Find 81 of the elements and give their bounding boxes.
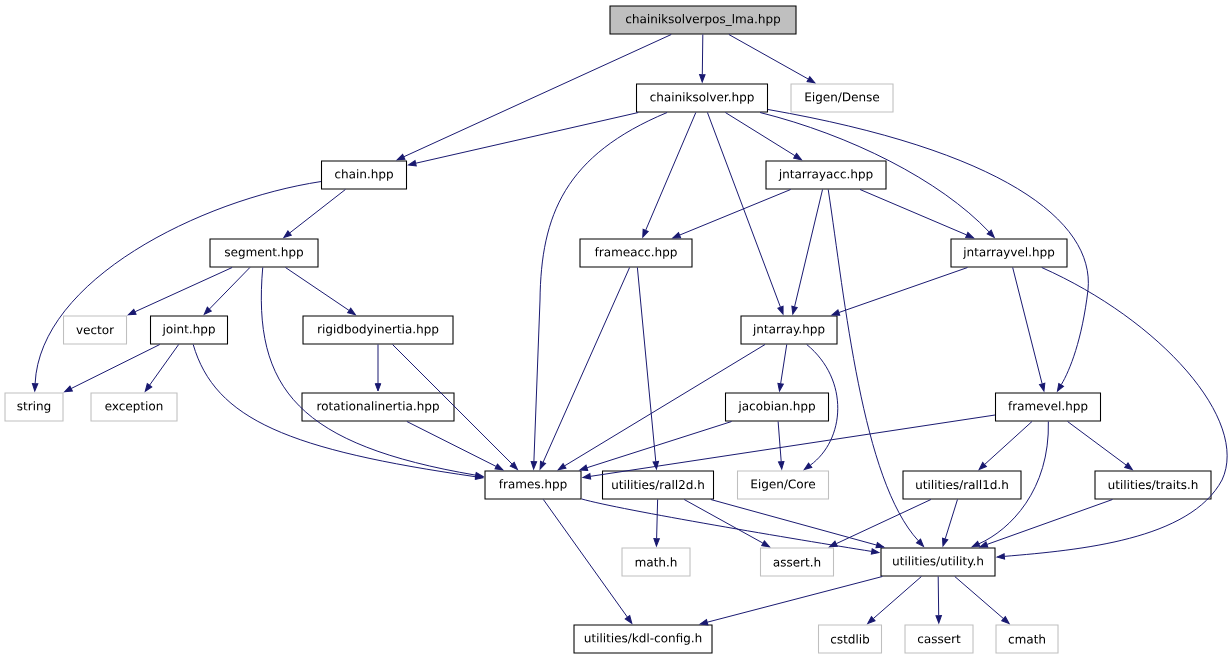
arrow [406, 421, 504, 471]
file-box: jntarrayvel.hpp [950, 238, 1068, 268]
file-box: utilities/rall1d.h [902, 470, 1022, 500]
arrow [530, 112, 668, 470]
file-box: framevel.hpp [994, 392, 1102, 422]
arrow [127, 267, 233, 316]
file-box: chainiksolver.hpp [635, 83, 769, 113]
arrow [859, 189, 975, 239]
arrow [392, 344, 518, 470]
arrow [1012, 267, 1046, 392]
arrow [653, 499, 660, 547]
file-box: jntarrayacc.hpp [765, 160, 887, 190]
file-box: cstdlib [817, 624, 883, 654]
file-box: frames.hpp [484, 470, 582, 500]
arrow [636, 267, 660, 470]
file-box: cmath [995, 624, 1059, 654]
arrow [935, 576, 942, 624]
file-box: Eigen/Dense [790, 83, 894, 113]
arrow [767, 109, 1089, 392]
arrow [581, 498, 880, 555]
file-box: chain.hpp [320, 160, 408, 190]
arrow [582, 414, 996, 480]
file-box: rotationalinertia.hpp [301, 392, 455, 422]
arrow [203, 267, 251, 315]
file-box: rigidbodyinertia.hpp [302, 315, 454, 345]
arrow [408, 112, 639, 167]
arrow [64, 344, 161, 393]
arrow [777, 421, 785, 470]
arrow [728, 34, 816, 84]
arrow [542, 499, 633, 624]
highlighted-file-box: chainiksolverpos_lma.hpp [609, 5, 797, 35]
file-box: assert.h [759, 547, 835, 577]
arrow [803, 344, 839, 471]
file-box: segment.hpp [209, 238, 319, 268]
file-box: utilities/traits.h [1094, 470, 1212, 500]
file-box: jntarray.hpp [740, 315, 838, 345]
arrow [683, 499, 770, 548]
arrow [971, 421, 1049, 548]
file-box: exception [90, 392, 178, 422]
arrow [283, 189, 346, 239]
file-box: string [4, 392, 64, 422]
arrow [942, 499, 958, 547]
arrow [978, 421, 1033, 470]
arrow [374, 344, 382, 392]
file-box: vector [62, 315, 128, 345]
arrow [1067, 421, 1133, 471]
file-box: math.h [621, 547, 691, 577]
arrow [699, 576, 883, 626]
arrow [144, 344, 180, 392]
arrow [285, 267, 356, 316]
arrow [828, 499, 932, 548]
arrow [724, 112, 802, 161]
arrow [777, 344, 788, 392]
arrow [954, 576, 1010, 624]
arrow [192, 344, 484, 480]
file-box: joint.hpp [149, 315, 229, 345]
arrow [867, 576, 922, 624]
file-box: cassert [904, 624, 974, 654]
arrow [579, 421, 733, 471]
arrow [31, 181, 322, 392]
file-box: frameacc.hpp [579, 238, 693, 268]
file-box: jacobian.hpp [724, 392, 830, 422]
arrow [706, 112, 784, 315]
arrow [996, 267, 1228, 560]
arrow [979, 499, 1113, 548]
arrow [791, 189, 824, 315]
file-box: utilities/kdl-config.h [573, 624, 713, 654]
arrow [396, 34, 672, 161]
file-box: Eigen/Core [736, 470, 830, 500]
arrow [642, 112, 697, 238]
file-box: utilities/utility.h [880, 547, 996, 577]
file-box: utilities/rall2d.h [601, 470, 715, 500]
arrow [699, 34, 706, 83]
arrow [260, 267, 484, 479]
arrow [672, 189, 792, 239]
arrow [557, 344, 766, 471]
arrow [710, 499, 885, 549]
arrow [539, 267, 631, 470]
arrow [759, 112, 995, 238]
arrow [831, 267, 968, 316]
arrow [827, 189, 925, 547]
